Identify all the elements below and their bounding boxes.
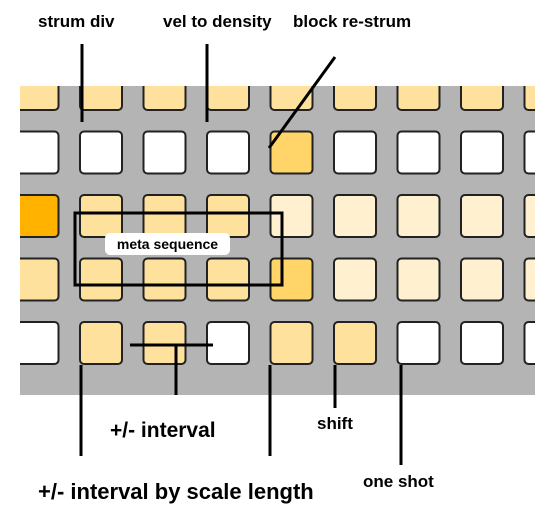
pad-0-9 — [523, 86, 535, 111]
pad-2-7 — [396, 194, 441, 238]
pad-0-2 — [79, 86, 123, 111]
pad-0-6 — [333, 86, 377, 111]
pad-2-9 — [523, 194, 535, 238]
pad-0-1 — [20, 86, 60, 111]
pad-1-9 — [523, 130, 535, 175]
pad-4-1 — [20, 321, 60, 365]
pad-4-6 — [333, 321, 377, 365]
pad-1-8 — [460, 130, 504, 175]
pad-3-4 — [206, 257, 250, 302]
meta-sequence-box — [73, 211, 284, 287]
pad-3-6 — [333, 257, 377, 302]
pad-2-1 — [20, 194, 60, 238]
pad-1-4 — [206, 130, 250, 175]
interval-by-scale-length-label: +/- interval by scale length — [38, 479, 314, 504]
pad-4-8 — [460, 321, 504, 365]
vel-to-density-label: vel to density — [163, 12, 272, 31]
pad-4-9 — [523, 321, 535, 365]
pad-1-5 — [269, 130, 314, 175]
one-shot-label: one shot — [363, 472, 434, 491]
pad-3-1 — [20, 257, 60, 302]
pad-4-5 — [269, 321, 314, 365]
pad-1-7 — [396, 130, 441, 175]
pad-3-3 — [142, 257, 187, 302]
block-restrum-pointer — [267, 56, 337, 149]
pad-3-7 — [396, 257, 441, 302]
pad-3-2 — [79, 257, 123, 302]
pad-2-2 — [79, 194, 123, 238]
pad-1-6 — [333, 130, 377, 175]
strum-div-label: strum div — [38, 12, 115, 31]
pad-0-3 — [142, 86, 187, 111]
block-restrum-label: block re-strum — [293, 12, 412, 31]
pad-0-8 — [460, 86, 504, 111]
pad-3-8 — [460, 257, 504, 302]
pad-2-6 — [333, 194, 377, 238]
pad-4-2 — [79, 321, 123, 365]
meta-sequence-label: meta sequence — [105, 233, 230, 255]
pad-0-7 — [396, 86, 441, 111]
pad-1-3 — [142, 130, 187, 175]
shift-label: shift — [317, 414, 353, 433]
pad-1-1 — [20, 130, 60, 175]
pad-1-2 — [79, 130, 123, 175]
pad-2-8 — [460, 194, 504, 238]
pad-3-9 — [523, 257, 535, 302]
interval-label: +/- interval — [110, 419, 216, 442]
pad-4-7 — [396, 321, 441, 365]
pad-4-4 — [206, 321, 250, 365]
